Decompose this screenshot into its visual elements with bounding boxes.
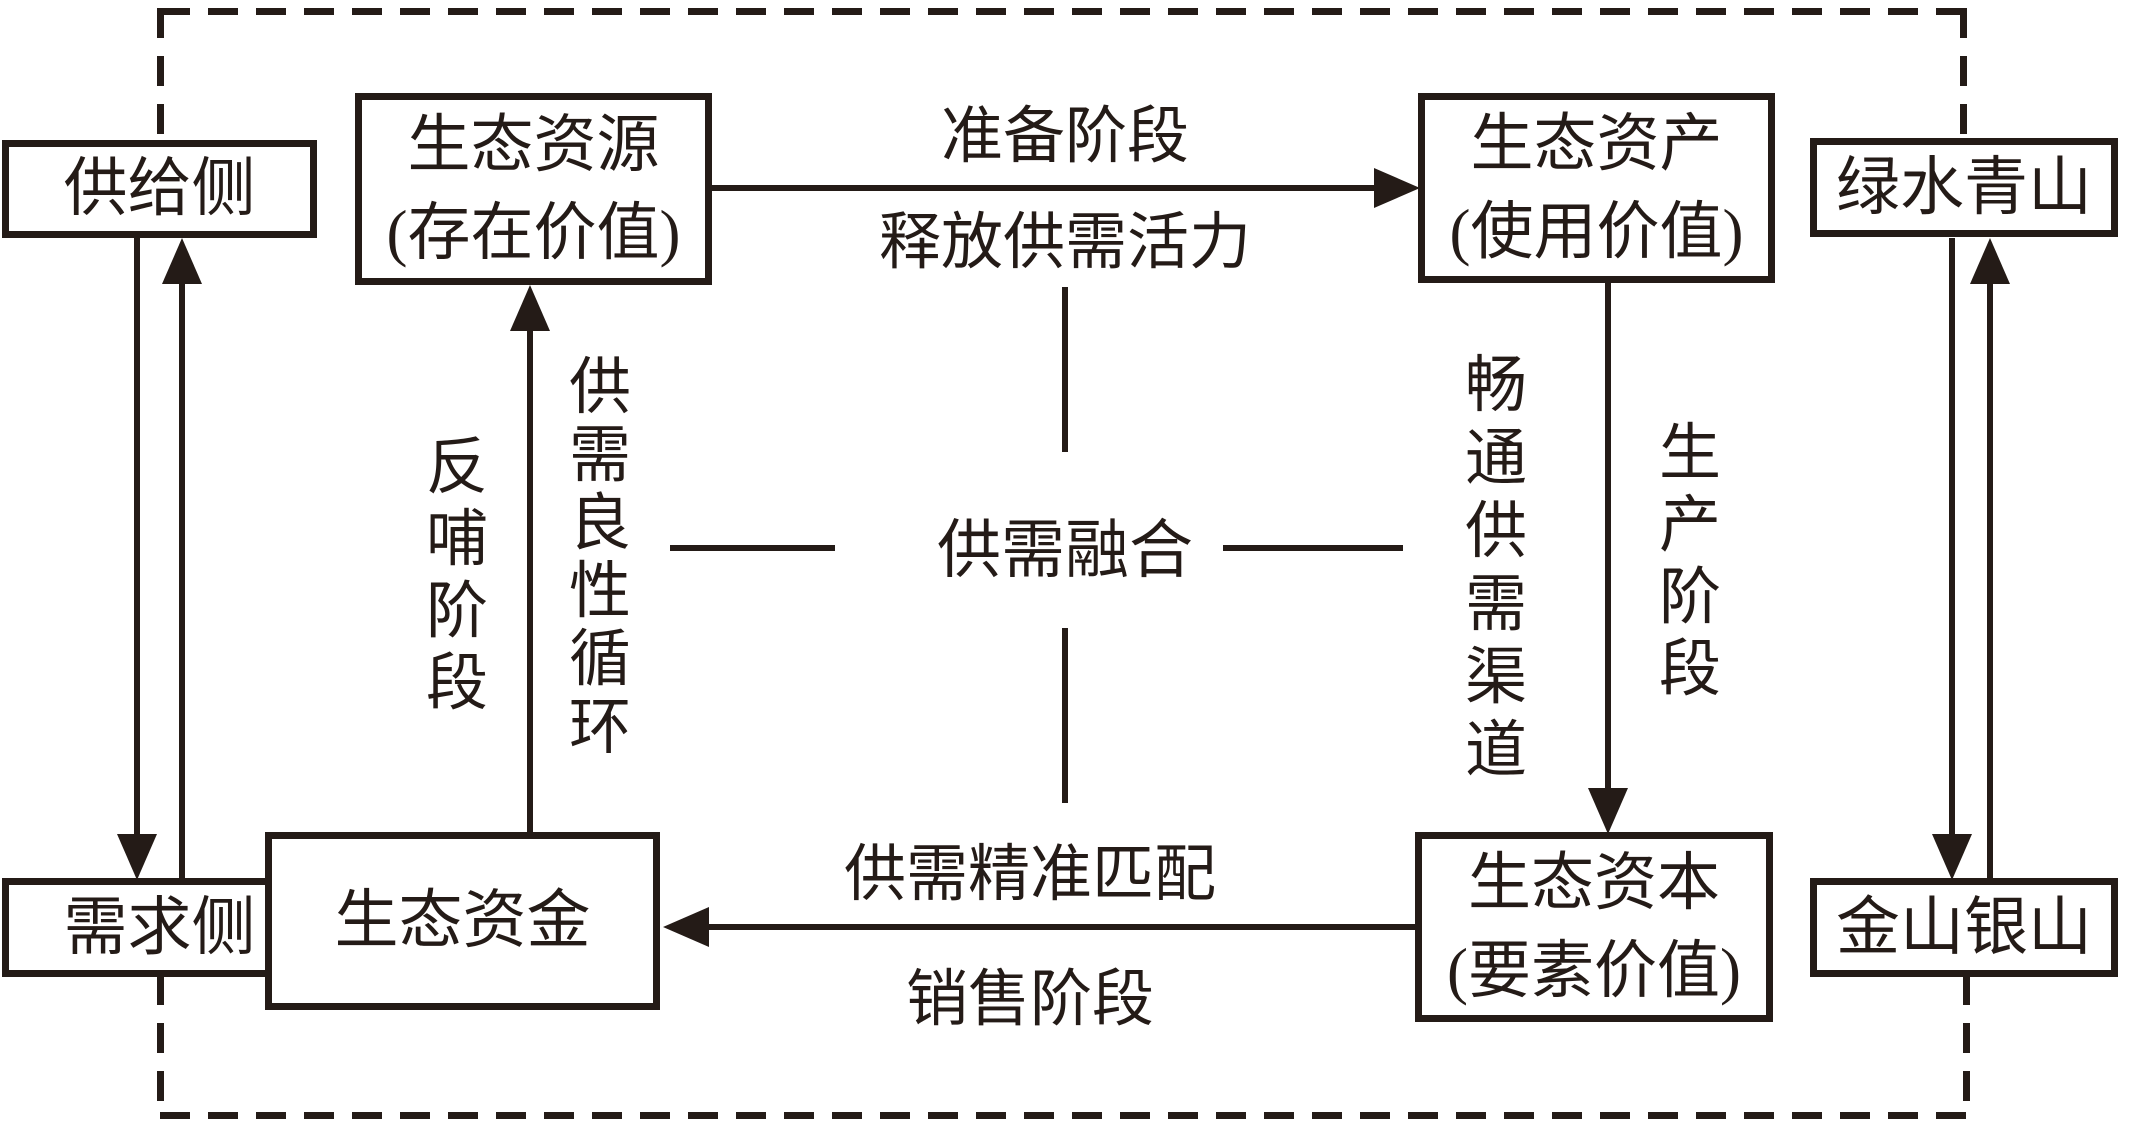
- preparation-stage-label: 准备阶段: [940, 103, 1189, 171]
- benign-cycle-label: 供需良性循环: [568, 354, 631, 762]
- eco-asset-title: 生态资产: [1470, 109, 1723, 179]
- smooth-channels-label: 畅通供需渠道: [1464, 352, 1527, 785]
- demand-supply-up-arrowhead: [162, 238, 202, 284]
- eco-asset-box: 生态资产 (使用价值): [1418, 93, 1775, 283]
- sales-stage-label: 销售阶段: [905, 966, 1154, 1034]
- gold-silver-mountains-label: 金山银山: [1836, 891, 2092, 963]
- sales-arrowhead: [663, 907, 709, 947]
- eco-asset-subtitle: (使用价值): [1449, 197, 1744, 267]
- eco-capital-box: 生态资本 (要素价值): [1415, 832, 1773, 1022]
- eco-resource-subtitle: (存在价值): [386, 198, 681, 268]
- eco-fund-title: 生态资金: [334, 885, 591, 956]
- production-stage-label: 生产阶段: [1658, 420, 1721, 704]
- eco-resource-box: 生态资源 (存在价值): [355, 93, 712, 285]
- supply-demand-down-arrowhead: [117, 834, 157, 880]
- gold-silver-mountains-box: 金山银山: [1810, 878, 2118, 977]
- production-arrow-line: [1605, 283, 1611, 790]
- eco-fund-box: 生态资金: [265, 832, 660, 1010]
- fusion-connector-bottom: [1062, 628, 1068, 803]
- dashed-border-left-lower: [157, 975, 164, 1119]
- supply-side-box: 供给侧: [2, 140, 317, 238]
- feedback-arrowhead: [510, 285, 550, 331]
- release-vitality-label: 释放供需活力: [878, 209, 1251, 277]
- demand-side-label: 需求侧: [63, 891, 256, 963]
- eco-capital-subtitle: (要素价值): [1447, 936, 1741, 1006]
- precise-match-label: 供需精准匹配: [843, 841, 1216, 909]
- preparation-arrow-line: [712, 185, 1376, 191]
- fusion-connector-top: [1062, 287, 1068, 452]
- feedback-arrow-line: [527, 329, 533, 832]
- eco-capital-title: 生态资本: [1468, 848, 1720, 918]
- dashed-border-left-upper: [157, 8, 164, 145]
- dashed-border-right-lower: [1963, 975, 1970, 1119]
- fusion-connector-left: [670, 545, 835, 551]
- green-water-mountains-box: 绿水青山: [1810, 138, 2118, 237]
- dashed-border-bottom: [160, 1112, 1966, 1119]
- green-water-mountains-label: 绿水青山: [1836, 151, 2092, 223]
- sales-arrow-line: [707, 924, 1417, 930]
- fusion-connector-right: [1223, 545, 1403, 551]
- gold-green-up-arrowhead: [1970, 238, 2010, 284]
- preparation-arrowhead: [1374, 168, 1420, 208]
- green-gold-down-arrowhead: [1932, 834, 1972, 880]
- eco-resource-title: 生态资源: [407, 110, 660, 180]
- feedback-stage-label: 反哺阶段: [425, 434, 488, 718]
- demand-side-box: 需求侧: [2, 878, 317, 977]
- dashed-border-top: [160, 8, 1966, 15]
- gold-green-up-line: [1987, 282, 1993, 878]
- demand-supply-up-line: [179, 282, 185, 878]
- dashed-border-right-upper: [1960, 8, 1967, 141]
- supply-demand-down-line: [134, 238, 140, 836]
- fusion-center-label: 供需融合: [937, 515, 1193, 586]
- production-arrowhead: [1588, 788, 1628, 834]
- supply-side-label: 供给侧: [63, 153, 256, 224]
- green-gold-down-line: [1949, 238, 1955, 836]
